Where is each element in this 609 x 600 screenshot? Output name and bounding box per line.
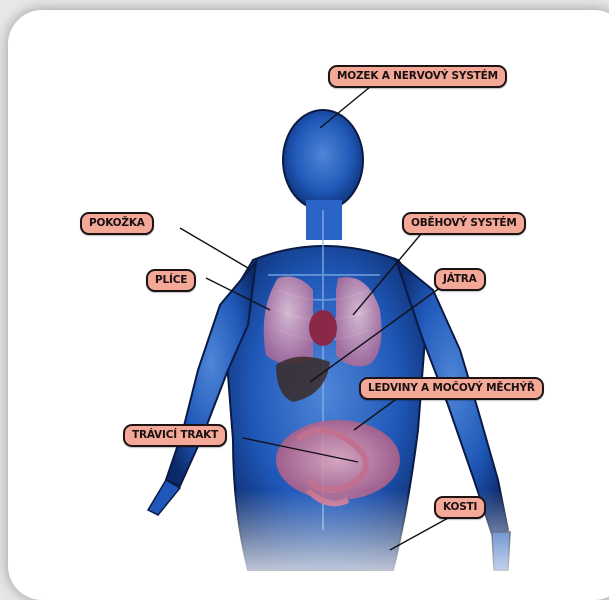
label-digestive: TRÁVICÍ TRAKT bbox=[123, 424, 227, 447]
label-skin: POKOŽKA bbox=[80, 212, 154, 235]
heart-organ bbox=[309, 310, 337, 346]
label-brain: MOZEK A NERVOVÝ SYSTÉM bbox=[328, 65, 507, 88]
diagram-card: MOZEK A NERVOVÝ SYSTÉM POKOŽKA OBĚHOVÝ S… bbox=[8, 10, 609, 600]
label-circulatory: OBĚHOVÝ SYSTÉM bbox=[402, 212, 526, 235]
bottom-fade bbox=[208, 490, 538, 600]
label-liver: JÁTRA bbox=[434, 268, 486, 291]
label-lungs: PLÍCE bbox=[146, 269, 196, 292]
human-body-illustration bbox=[8, 10, 609, 600]
label-kidneys: LEDVINY A MOČOVÝ MĚCHÝŘ bbox=[359, 377, 544, 400]
label-bones: KOSTI bbox=[434, 496, 486, 519]
